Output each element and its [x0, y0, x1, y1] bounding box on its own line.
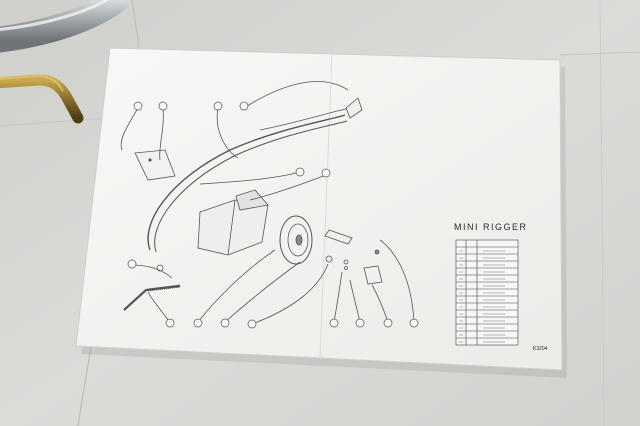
- instruction-sheet: [75, 47, 563, 371]
- diagram-title: MINI RIGGER: [454, 222, 528, 232]
- metal-pipe: [0, 0, 131, 53]
- document-code: K3204: [533, 346, 548, 352]
- brass-rod: [0, 74, 84, 124]
- exploded-diagram: [120, 81, 415, 325]
- parts-table: [455, 239, 519, 346]
- callout-markers: [127, 101, 419, 329]
